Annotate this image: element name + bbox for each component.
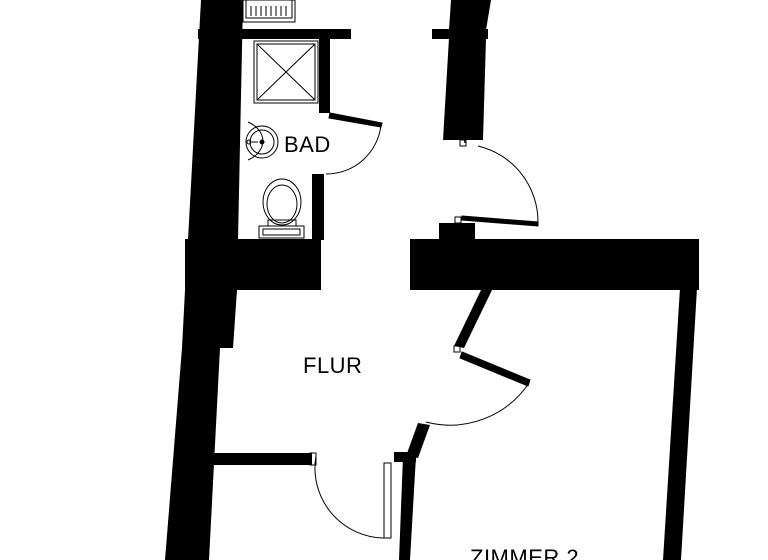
corridor-door-hinge-upper [459, 139, 467, 147]
lower-left-door-leaf [383, 462, 392, 539]
zimmer2-partition-lower [406, 423, 430, 458]
bathroom-right-wall-lower [312, 174, 324, 240]
corridor-door-hinge-lower [454, 216, 462, 224]
toilet-icon [258, 178, 305, 239]
left-exterior-wall-mid [182, 290, 237, 348]
left-exterior-wall-lower [165, 348, 220, 560]
shower-partition-wall [319, 38, 330, 113]
bathroom-door-swing [325, 124, 382, 175]
room-label-bad: BAD [284, 132, 331, 157]
door-jamb-block [439, 223, 475, 241]
corridor-right-wall-mid [443, 38, 486, 140]
bathroom-top-wall [198, 29, 351, 39]
corridor-door-swing [477, 145, 539, 223]
zimmer2-door-hinge [453, 345, 461, 353]
corridor-door-panel [461, 215, 539, 227]
shower-tray-icon [253, 40, 319, 104]
zimmer2-partition-upper [454, 288, 492, 348]
bathroom-door-leaf [328, 112, 383, 128]
corridor-door-leaf [449, 44, 466, 144]
zimmer2-left-wall-lower [399, 456, 416, 560]
room-label-zimmer2: ZIMMER 2 [470, 545, 579, 560]
zimmer2-door-swing [425, 382, 530, 426]
zimmer2-door-leaf [459, 351, 531, 387]
corridor-right-wall-cap [432, 29, 488, 39]
door-stop-block [394, 452, 416, 462]
left-exterior-wall-upper [188, 0, 243, 240]
lower-left-door-hinge [309, 452, 317, 466]
zimmer2-right-wall [663, 288, 697, 560]
walls [165, 0, 699, 560]
lower-left-room-top-wall [212, 453, 312, 465]
doors [309, 44, 539, 539]
washbasin-icon [245, 121, 279, 161]
room-label-flur: FLUR [303, 353, 362, 378]
zimmer2-top-wall [410, 239, 699, 290]
corridor-right-wall-top [449, 0, 491, 30]
bathtub-icon [242, 0, 296, 23]
bathroom-flur-wall [185, 239, 321, 290]
lower-left-door-swing [314, 455, 387, 539]
